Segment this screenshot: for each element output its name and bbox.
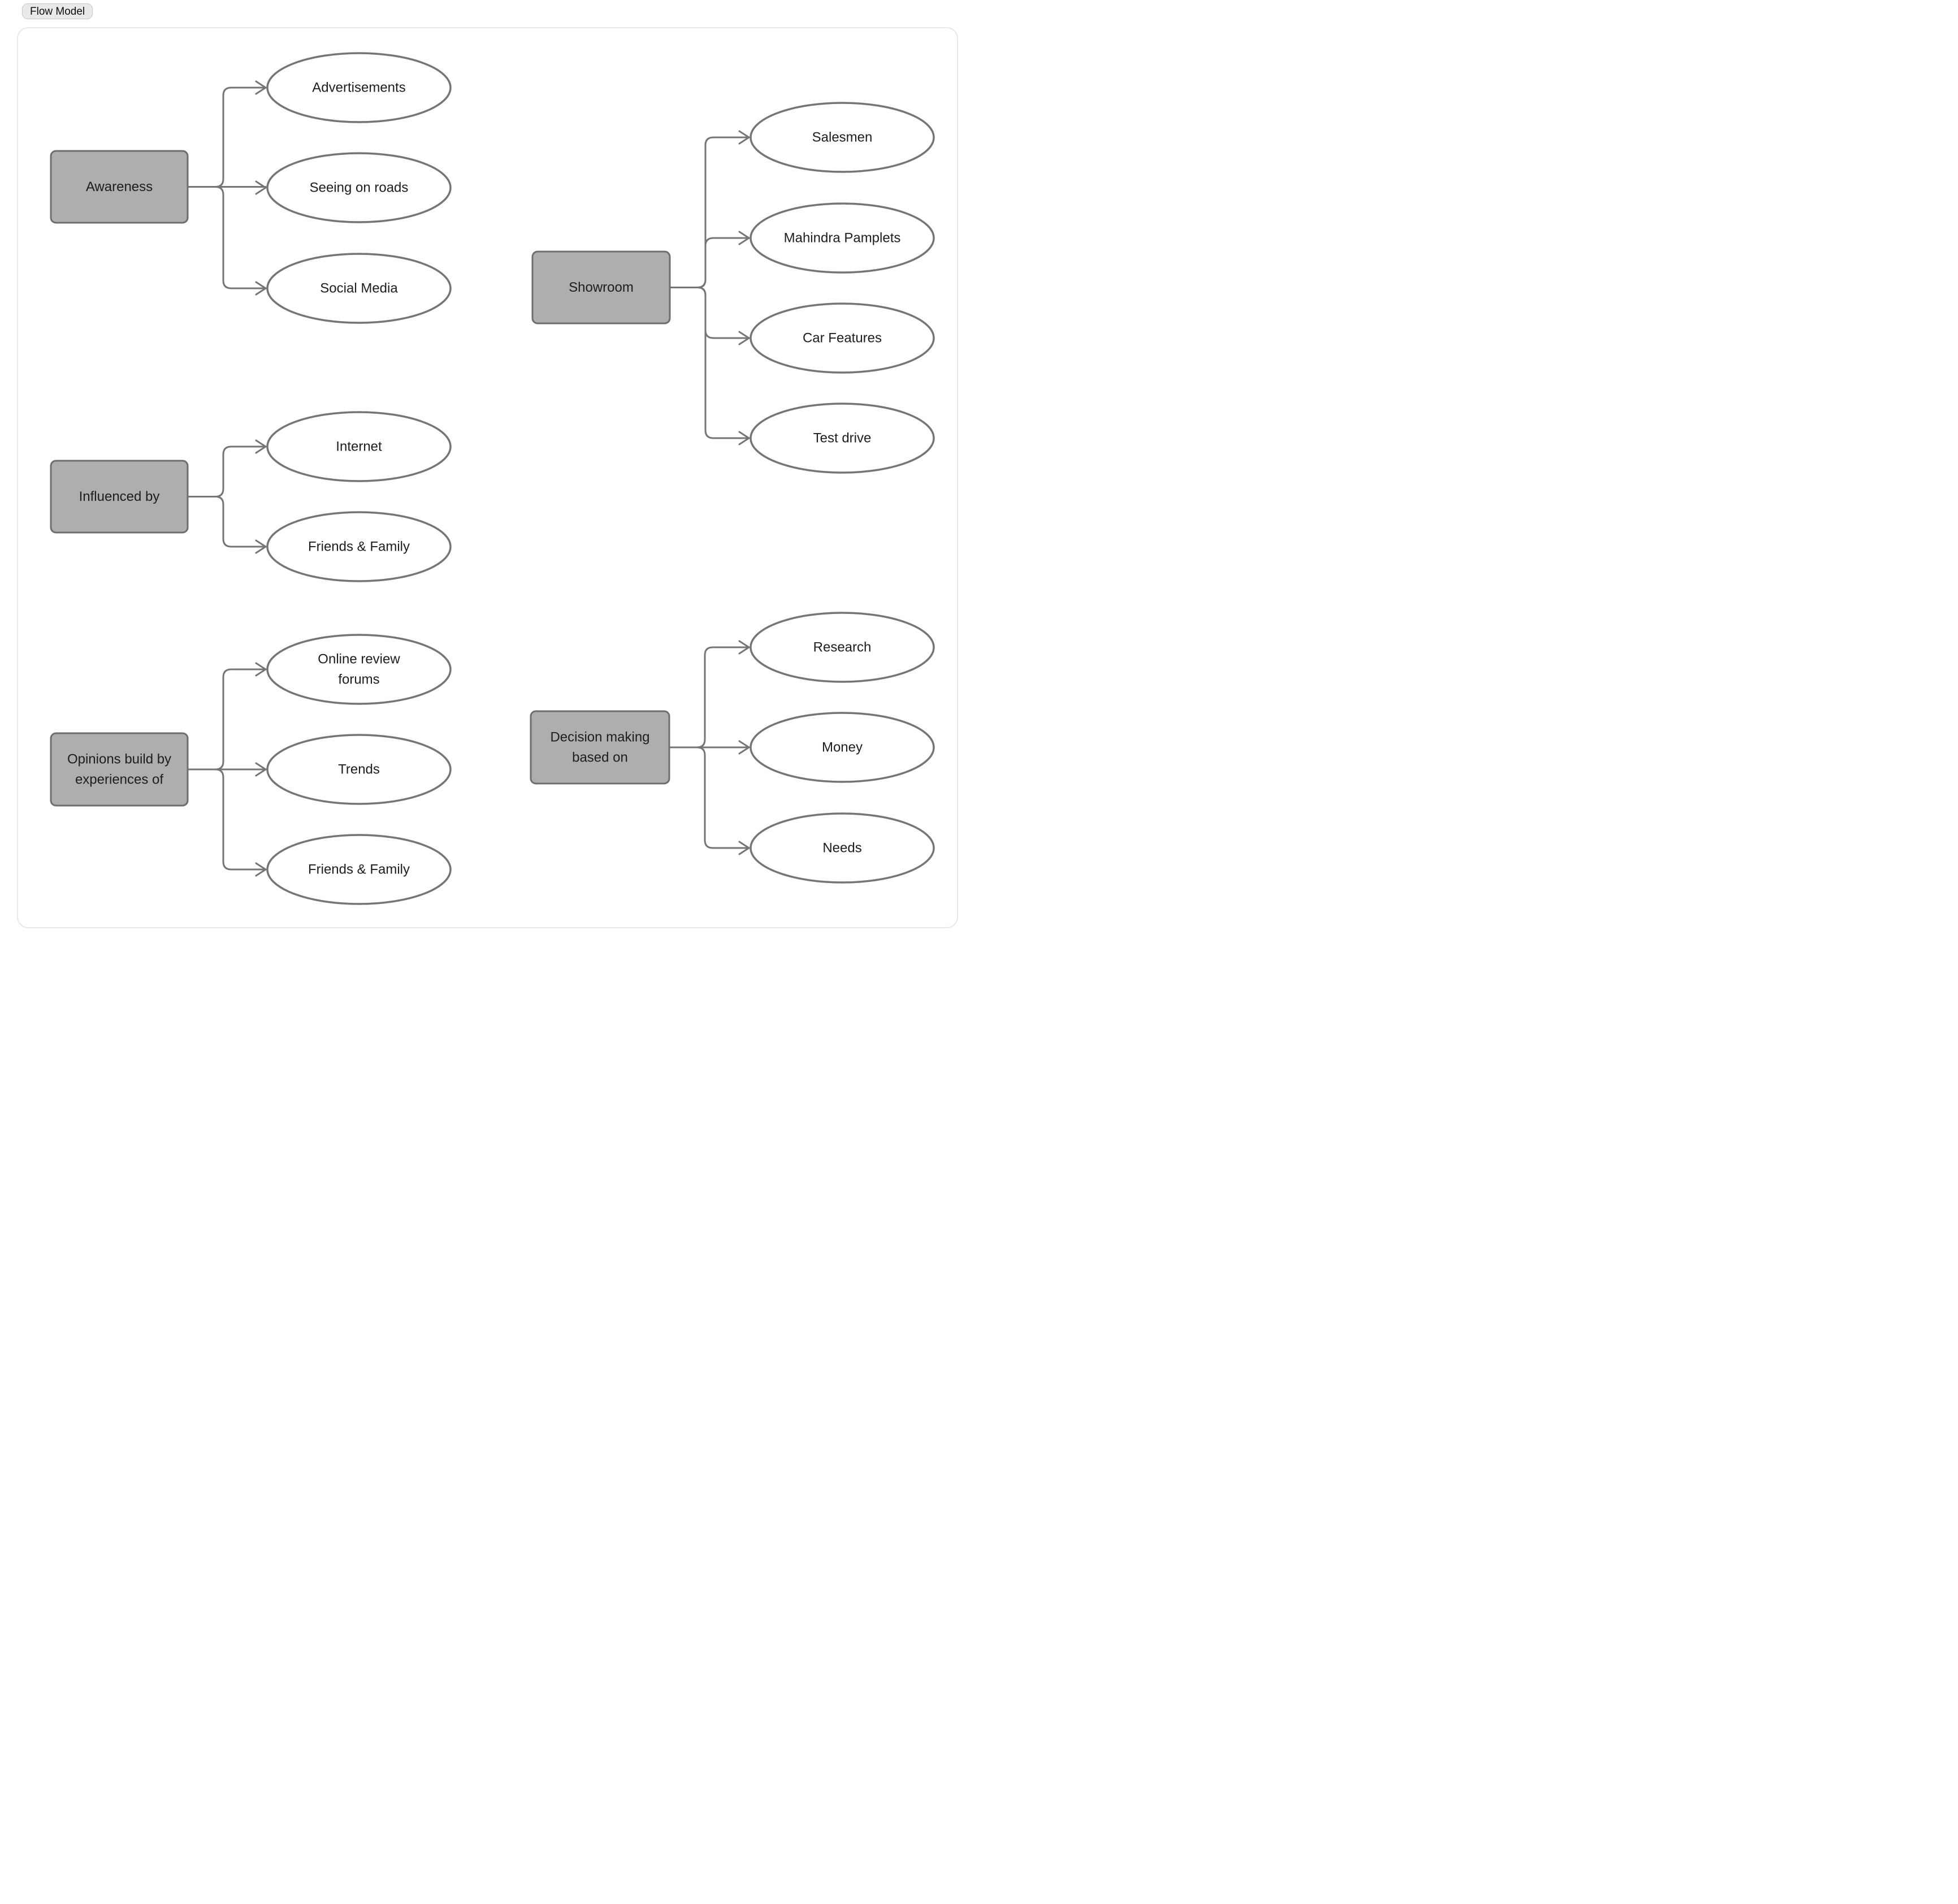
connector-influenced-by-to-internet (187, 445, 267, 497)
arrowhead-icon (738, 640, 750, 655)
node-label-research: Research (813, 640, 872, 655)
node-internet[interactable] (266, 411, 452, 482)
node-label-advertisements: Advertisements (312, 80, 405, 96)
arrowhead-icon (738, 740, 750, 755)
node-label-internet: Internet (336, 439, 382, 455)
connector-decision-to-needs (668, 746, 750, 849)
node-label-car-features: Car Features (803, 331, 882, 346)
arrowhead-icon (255, 439, 267, 454)
node-label-salesmen: Salesmen (812, 130, 873, 145)
node-label-seeing-on-roads: Seeing on roads (310, 180, 409, 196)
flow-model-badge[interactable]: Flow Model (22, 3, 93, 19)
node-seeing-on-roads[interactable] (266, 152, 452, 223)
node-label-social-media: Social Media (320, 281, 398, 296)
node-label-trends: Trends (338, 762, 380, 777)
node-label-needs: Needs (822, 841, 861, 856)
node-label-influenced-by: Influenced by (79, 489, 160, 504)
connector-showroom-to-car-features (669, 287, 750, 339)
node-decision[interactable] (530, 710, 670, 785)
node-social-media[interactable] (266, 253, 452, 324)
connector-showroom-to-mahindra-pamplets (669, 237, 750, 288)
arrowhead-icon (738, 130, 750, 145)
arrowhead-icon (255, 762, 267, 777)
node-label-awareness: Awareness (86, 179, 153, 194)
node-salesmen[interactable] (750, 102, 935, 173)
connector-decision-to-research (668, 646, 750, 748)
node-friends-family[interactable] (266, 834, 452, 905)
arrowhead-icon (255, 80, 267, 95)
node-label-mahindra-pamplets: Mahindra Pamplets (784, 231, 901, 246)
node-awareness[interactable] (50, 150, 189, 224)
arrowhead-icon (255, 862, 267, 877)
node-online-review-forums[interactable] (266, 634, 452, 705)
arrowhead-icon (738, 841, 750, 855)
arrowhead-icon (255, 539, 267, 554)
node-car-features[interactable] (750, 302, 935, 374)
node-trends[interactable] (266, 734, 452, 805)
connector-awareness-to-social-media (187, 186, 267, 289)
connector-awareness-to-advertisements (187, 86, 267, 188)
node-research[interactable] (750, 612, 935, 683)
connector-opinions-to-friends-family (187, 768, 267, 871)
connector-showroom-to-salesmen (669, 136, 750, 288)
node-influenced-by[interactable] (50, 460, 189, 534)
arrowhead-icon (255, 281, 267, 296)
node-label-friends-family: Friends & Family (308, 862, 410, 877)
node-friends-family[interactable] (266, 511, 452, 582)
connector-opinions-to-online-review-forums (187, 668, 267, 771)
node-label-test-drive: Test drive (813, 431, 872, 446)
arrowhead-icon (738, 231, 750, 245)
node-showroom[interactable] (531, 250, 671, 324)
node-test-drive[interactable] (750, 403, 935, 474)
node-mahindra-pamplets[interactable] (750, 202, 935, 274)
connector-showroom-to-test-drive (669, 287, 750, 439)
node-needs[interactable] (750, 812, 935, 884)
arrowhead-icon (255, 180, 267, 195)
node-opinions[interactable] (50, 732, 189, 807)
connector-influenced-by-to-friends-family (187, 496, 267, 548)
node-label-showroom: Showroom (569, 280, 634, 295)
node-money[interactable] (750, 712, 935, 783)
node-label-friends-family: Friends & Family (308, 539, 410, 555)
node-advertisements[interactable] (266, 52, 452, 123)
arrowhead-icon (738, 431, 750, 445)
node-label-money: Money (822, 740, 863, 755)
arrowhead-icon (255, 662, 267, 677)
arrowhead-icon (738, 331, 750, 345)
